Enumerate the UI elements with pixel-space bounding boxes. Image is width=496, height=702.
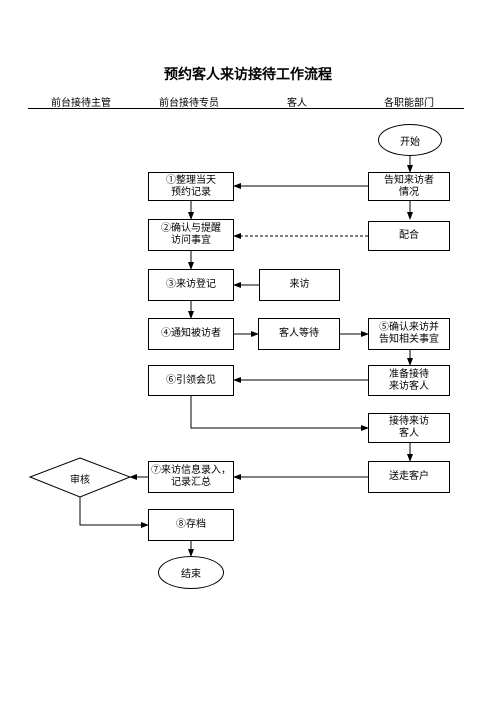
notify-visitor-box: 告知来访者 情况 [368,172,450,201]
lane-header-departments: 各职能部门 [384,98,434,109]
lane-header-specialist: 前台接待专员 [159,98,219,109]
notify-visited-box: ④通知被访者 [148,318,234,350]
cooperate-box: 配合 [368,221,450,251]
send-off-box: 送走客户 [368,461,450,493]
info-entry-box: ⑦来访信息录入， 记录汇总 [148,461,234,493]
lane-header-supervisor: 前台接待主管 [51,98,111,109]
end-node: 结束 [158,556,224,589]
review-diamond [28,457,132,498]
confirm-inform-box: ⑤确认来访并 告知相关事宜 [368,318,450,350]
start-node: 开始 [378,124,442,156]
arrow-review-archive [79,497,149,528]
lane-header-guest: 客人 [287,98,307,109]
arrow-guide-receive [190,396,369,431]
header-divider [28,108,464,109]
confirm-remind-box: ②确认与提醒 访问事宜 [148,219,234,251]
guest-wait-box: 客人等待 [258,318,340,350]
review-label: 审核 [70,475,90,486]
visit-register-box: ③来访登记 [148,269,234,301]
prepare-reception-box: 准备接待 来访客人 [368,365,450,396]
guest-visit-box: 来访 [259,269,340,301]
receive-guest-box: 接待来访 客人 [368,413,450,443]
archive-box: ⑧存档 [148,509,234,541]
guide-meeting-box: ⑥引领会见 [148,365,234,396]
page-title: 预约客人来访接待工作流程 [164,67,332,83]
organize-records-box: ①整理当天 预约记录 [148,172,234,201]
